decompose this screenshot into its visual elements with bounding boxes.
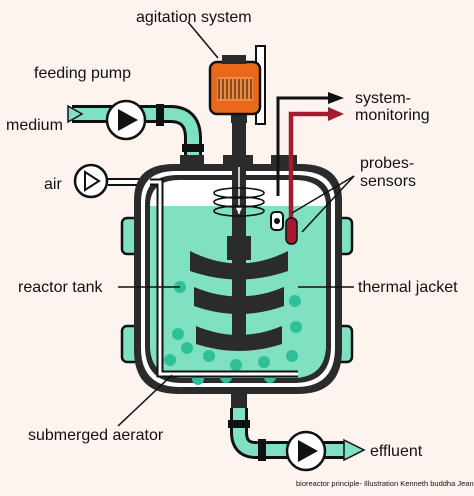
- medium-arrow-icon: [67, 104, 84, 124]
- thermal-jacket-label: thermal jacket: [358, 279, 458, 296]
- effluent-pump-triangle-icon: [298, 440, 318, 462]
- effluent-label: effluent: [370, 443, 423, 460]
- pump-triangle-icon: [118, 109, 138, 131]
- agitator: [190, 118, 288, 351]
- monitoring-lines: [276, 92, 344, 222]
- air-pump-icon: [84, 170, 101, 192]
- medium-label: medium: [6, 117, 63, 134]
- submerged-aerator-label: submerged aerator: [28, 427, 164, 444]
- leader-lines: [117, 21, 355, 427]
- credit-text: bioreactor principle- Illustration Kenne…: [296, 479, 474, 488]
- impeller-bottom: [196, 326, 282, 351]
- probes-label-line2: sensors: [360, 173, 416, 190]
- impeller-top: [190, 251, 288, 280]
- system-monitoring-label-line1: system-: [355, 90, 411, 107]
- monitoring-red-arrow-icon: [328, 107, 344, 121]
- feeding-pump-label: feeding pump: [34, 65, 131, 82]
- reactor-tank-label: reactor tank: [18, 279, 103, 296]
- feeding-pump: [105, 99, 147, 141]
- outlet-pipe: [228, 394, 366, 462]
- effluent-pump: [285, 430, 327, 472]
- feed-pipe: [67, 104, 204, 162]
- effluent-arrow-icon: [343, 438, 366, 462]
- probes-label-line1: probes-: [360, 155, 414, 172]
- agitation-system-label: agitation system: [136, 9, 252, 26]
- system-monitoring-label-line2: monitoring: [355, 107, 430, 124]
- agitation-motor: [208, 45, 266, 125]
- probes: [270, 211, 298, 245]
- impeller-middle: [194, 287, 284, 314]
- system-monitoring-arrow-icon: [328, 92, 344, 104]
- air-label: air: [44, 176, 62, 193]
